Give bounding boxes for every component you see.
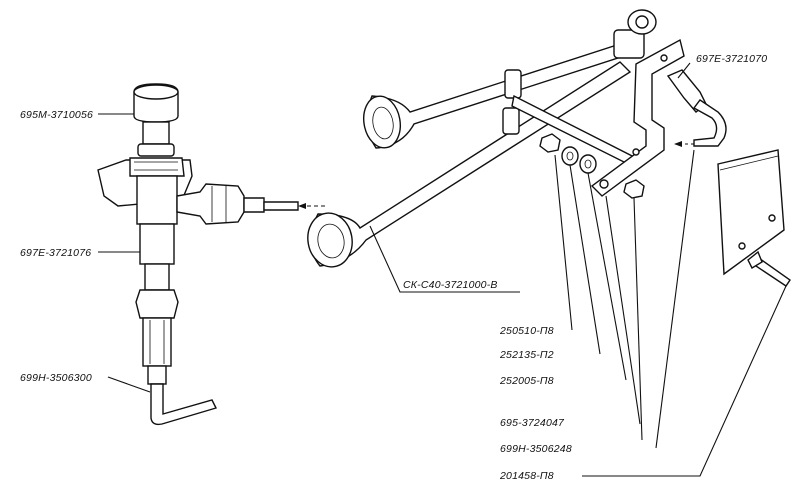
label-washer-flat: 252005-П8 bbox=[499, 375, 554, 387]
label-elbow-tube-left: 699Н-3506300 bbox=[20, 372, 92, 384]
label-washer-spring: 252135-П2 bbox=[499, 349, 554, 361]
nut bbox=[539, 133, 561, 153]
label-bracket: 695-3724047 bbox=[500, 417, 565, 429]
horn-assembly bbox=[307, 9, 657, 268]
gusset-plate bbox=[717, 149, 791, 287]
label-cap-valve: 695М-3710056 bbox=[20, 109, 93, 121]
label-elbow-tube-right: 699Н-3506248 bbox=[500, 443, 572, 455]
part-labels: 695М-3710056 697Е-3721076 699Н-3506300 С… bbox=[20, 53, 767, 482]
label-nut: 250510-П8 bbox=[499, 325, 554, 337]
bracket-assembly bbox=[590, 38, 727, 197]
washer-spring bbox=[561, 146, 579, 166]
valve-assembly bbox=[97, 83, 299, 426]
label-fitting-right: 697Е-3721070 bbox=[696, 53, 767, 65]
washer-flat bbox=[579, 154, 597, 174]
mount-bracket bbox=[590, 38, 685, 197]
label-bolt: 201458-П8 bbox=[499, 470, 554, 482]
elbow-tube-left bbox=[150, 383, 217, 426]
side-fitting bbox=[176, 183, 245, 225]
label-fitting-left: 697Е-3721076 bbox=[20, 247, 91, 259]
label-horn-assembly: СК-С40-3721000-В bbox=[403, 279, 498, 291]
elbow-tube-right bbox=[692, 99, 727, 147]
fasteners bbox=[539, 133, 645, 199]
leader-lines bbox=[98, 62, 787, 477]
